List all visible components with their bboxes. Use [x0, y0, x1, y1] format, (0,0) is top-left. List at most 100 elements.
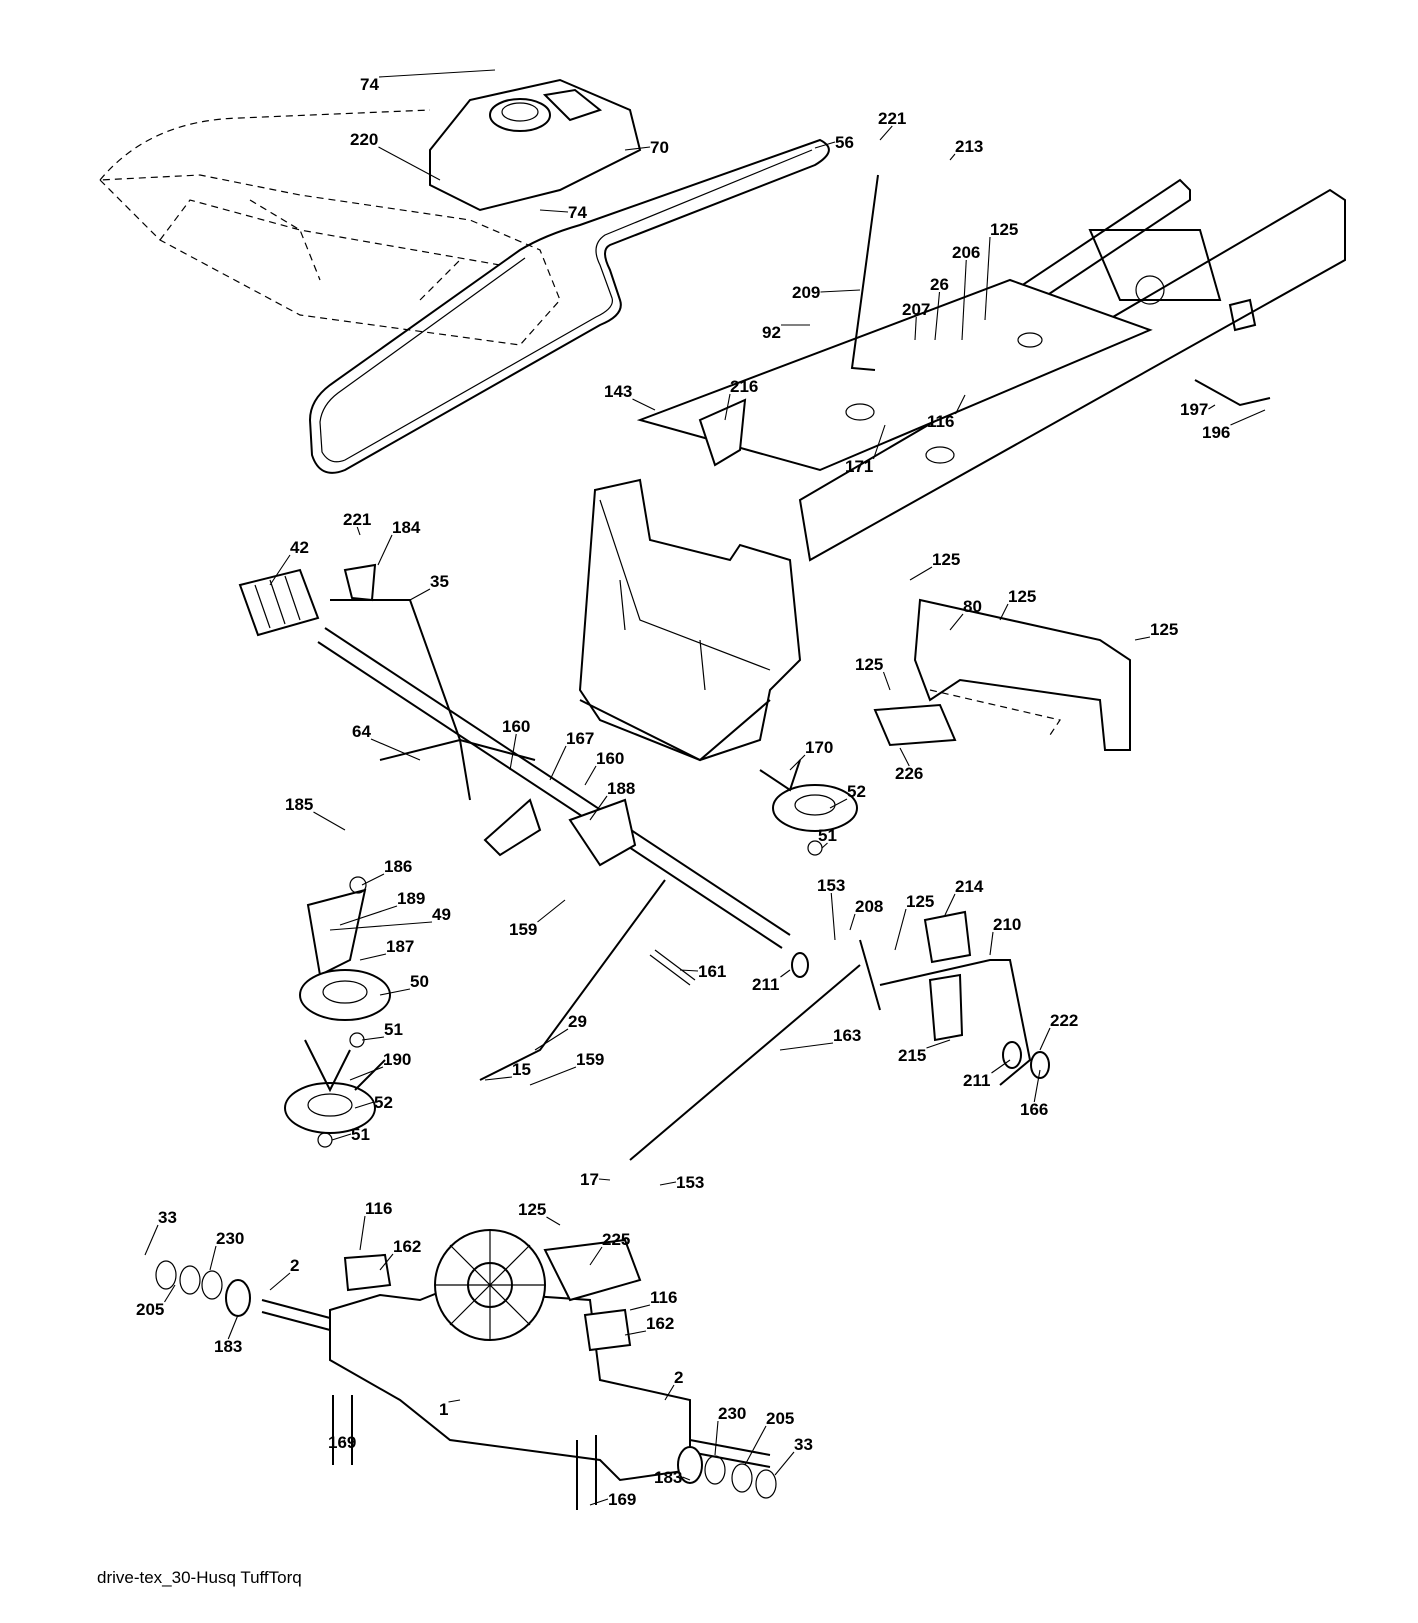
- part-number-label: 161: [698, 962, 726, 981]
- callout-169: 169: [328, 1433, 356, 1452]
- part-number-label: 169: [608, 1490, 636, 1509]
- leader-line: [879, 125, 893, 141]
- callout-35: 35: [409, 572, 449, 601]
- part-number-label: 1: [439, 1400, 448, 1419]
- leader-line: [724, 393, 731, 421]
- leader-line: [1208, 404, 1216, 410]
- leader-line: [624, 146, 651, 151]
- callout-170: 170: [789, 738, 833, 771]
- leader-line: [598, 1178, 611, 1181]
- leader-line: [1134, 636, 1151, 641]
- leader-line: [377, 534, 393, 566]
- leader-line: [269, 1272, 291, 1291]
- callout-230: 230: [209, 1229, 244, 1271]
- rods: [479, 174, 1271, 1161]
- callout-2: 2: [664, 1368, 683, 1401]
- part-number-label: 221: [343, 510, 371, 529]
- callout-211: 211: [752, 969, 791, 994]
- leader-line: [227, 1314, 239, 1340]
- part-number-label: 64: [352, 722, 371, 741]
- part-number-label: 171: [845, 457, 873, 476]
- leader-line: [361, 1036, 385, 1041]
- part-number-label: 125: [1150, 620, 1178, 639]
- transaxle: [155, 1229, 777, 1510]
- callout-74: 74: [360, 69, 496, 94]
- callout-210: 210: [989, 915, 1021, 956]
- part-number-label: 215: [898, 1046, 926, 1065]
- bracket-80: [873, 598, 1131, 751]
- part-number-label: 70: [650, 138, 669, 157]
- leader-line: [448, 1399, 461, 1403]
- part-number-label: 207: [902, 300, 930, 319]
- callout-153: 153: [659, 1173, 704, 1192]
- callout-29: 29: [534, 1012, 587, 1051]
- leader-line: [329, 921, 433, 931]
- leader-line: [361, 873, 385, 886]
- callout-162: 162: [379, 1237, 421, 1271]
- callout-215: 215: [898, 1039, 951, 1065]
- callout-209: 209: [792, 283, 861, 302]
- callout-220: 220: [350, 130, 441, 181]
- callout-205: 205: [744, 1409, 794, 1466]
- part-number-label: 208: [855, 897, 883, 916]
- idler-pulleys: [284, 759, 858, 1148]
- leader-line: [409, 588, 431, 601]
- part-number-label: 42: [290, 538, 309, 557]
- callout-171: 171: [845, 424, 886, 476]
- leader-line: [664, 1384, 675, 1401]
- part-number-label: 189: [397, 889, 425, 908]
- callout-185: 185: [285, 795, 346, 831]
- part-number-label: 116: [650, 1288, 677, 1307]
- leader-line: [780, 969, 791, 978]
- part-number-label: 29: [568, 1012, 587, 1031]
- part-number-label: 50: [410, 972, 429, 991]
- part-number-label: 80: [963, 597, 982, 616]
- leader-line: [359, 1215, 366, 1251]
- callout-216: 216: [724, 377, 758, 421]
- part-number-label: 143: [604, 382, 632, 401]
- diagram-caption: drive-tex_30-Husq TuffTorq: [97, 1568, 302, 1587]
- callout-125: 125: [855, 655, 891, 691]
- leader-line: [539, 209, 569, 213]
- part-number-label: 125: [855, 655, 883, 674]
- part-number-label: 196: [1202, 423, 1230, 442]
- leader-line: [899, 747, 910, 767]
- part-number-label: 116: [927, 412, 954, 431]
- leader-line: [779, 1042, 834, 1051]
- drive-belt: [308, 138, 830, 474]
- callout-160: 160: [584, 749, 624, 786]
- frame: [636, 178, 1346, 562]
- leader-line: [379, 988, 411, 996]
- callout-167: 167: [549, 729, 594, 781]
- callout-221: 221: [343, 510, 371, 536]
- pedestal-plate: [578, 478, 802, 762]
- leader-line: [814, 141, 836, 149]
- callout-183: 183: [214, 1314, 242, 1356]
- leader-line: [584, 765, 597, 786]
- part-number-label: 166: [1020, 1100, 1048, 1119]
- part-number-label: 211: [963, 1071, 990, 1090]
- leader-line: [509, 733, 517, 771]
- callout-116: 116: [629, 1288, 677, 1311]
- leader-line: [370, 738, 421, 761]
- part-number-label: 125: [1008, 587, 1036, 606]
- leader-line: [546, 1216, 561, 1226]
- callout-206: 206: [952, 243, 980, 341]
- part-number-label: 49: [432, 905, 451, 924]
- part-number-label: 230: [718, 1404, 746, 1423]
- leader-line: [534, 1028, 569, 1051]
- callout-166: 166: [1020, 1069, 1048, 1119]
- part-number-label: 216: [730, 377, 758, 396]
- part-number-label: 190: [383, 1050, 411, 1069]
- part-number-label: 170: [805, 738, 833, 757]
- callout-116: 116: [927, 394, 966, 431]
- leader-line: [349, 1066, 384, 1081]
- part-number-label: 226: [895, 764, 923, 783]
- callout-80: 80: [949, 597, 982, 631]
- leader-line: [849, 913, 856, 931]
- leader-line: [949, 153, 956, 161]
- leader-line: [909, 566, 933, 581]
- handle-grip: [238, 563, 377, 637]
- callout-125: 125: [1134, 620, 1178, 641]
